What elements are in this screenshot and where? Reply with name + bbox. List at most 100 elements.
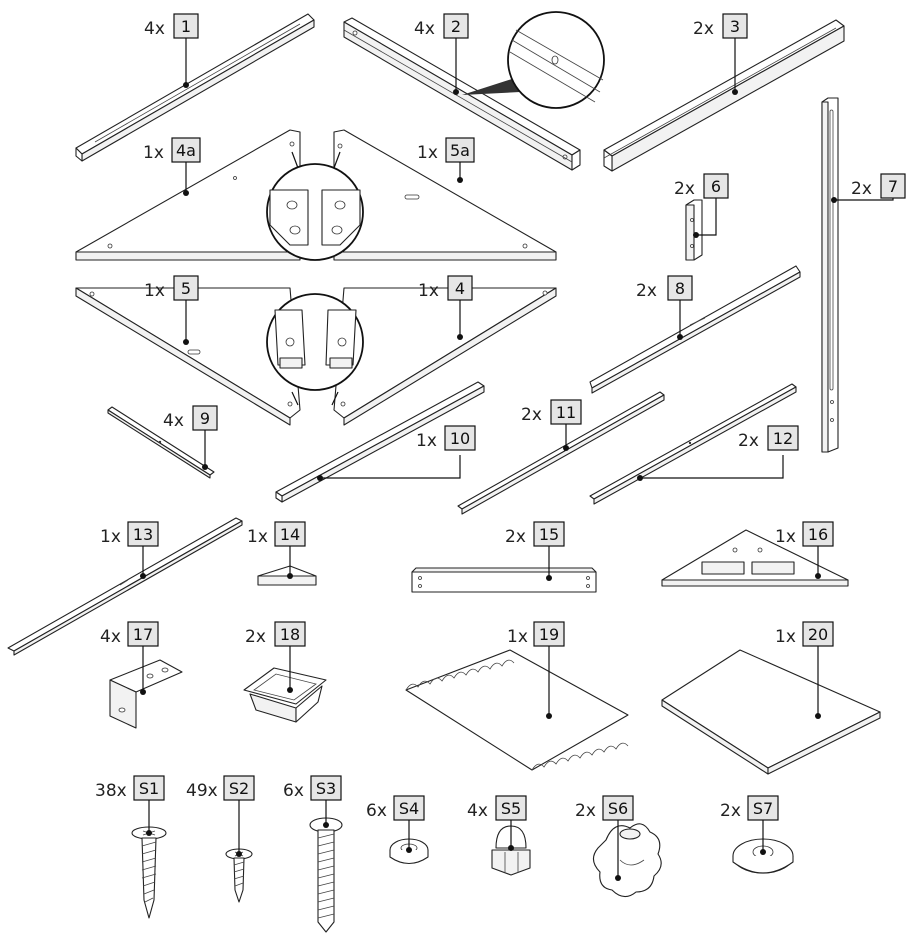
- part-19-drawing: [405, 649, 629, 771]
- qty-s1: 38x: [95, 781, 127, 801]
- qty-20: 1x: [775, 627, 796, 647]
- part-label-s1: 38x S1: [95, 775, 165, 801]
- qty-4a: 1x: [143, 143, 164, 163]
- part-20-drawing: [661, 649, 881, 775]
- part-label-17: 4x 17: [100, 621, 159, 647]
- part-label-9: 4x 9: [163, 405, 218, 431]
- id-6: 6: [711, 177, 721, 196]
- qty-5a: 1x: [417, 143, 438, 163]
- id-9: 9: [200, 409, 210, 428]
- id-4a: 4a: [176, 141, 196, 160]
- part-label-13: 1x 13: [100, 521, 159, 547]
- part-label-3: 2x 3: [693, 13, 748, 39]
- id-11: 11: [556, 403, 576, 422]
- part-label-1: 4x 1: [144, 13, 199, 39]
- part-1-drawing: [75, 13, 315, 162]
- part-label-s2: 49x S2: [186, 775, 255, 801]
- qty-11: 2x: [521, 405, 542, 425]
- id-20: 20: [808, 625, 828, 644]
- qty-2: 4x: [414, 19, 435, 39]
- part-4-drawing: [333, 287, 557, 426]
- part-label-s5: 4x S5: [467, 795, 527, 821]
- id-17: 17: [133, 625, 153, 644]
- qty-1: 4x: [144, 19, 165, 39]
- part-12-drawing: [589, 383, 797, 505]
- qty-3: 2x: [693, 19, 714, 39]
- qty-5: 1x: [144, 281, 165, 301]
- part-2-drawing: [343, 11, 605, 171]
- qty-s2: 49x: [186, 781, 218, 801]
- id-1: 1: [181, 17, 191, 36]
- id-16: 16: [808, 525, 828, 544]
- qty-s6: 2x: [575, 801, 596, 821]
- screw-s3-drawing: [309, 817, 343, 933]
- part-13-drawing: [7, 517, 243, 656]
- part-label-s6: 2x S6: [575, 795, 634, 821]
- leader-lines: [140, 38, 894, 881]
- part-label-11: 2x 11: [521, 399, 582, 425]
- qty-4: 1x: [418, 281, 439, 301]
- id-7: 7: [888, 177, 898, 196]
- id-s4: S4: [399, 799, 419, 818]
- id-s1: S1: [139, 779, 159, 798]
- part-label-10: 1x 10: [416, 425, 476, 451]
- id-s6: S6: [608, 799, 628, 818]
- id-s2: S2: [229, 779, 249, 798]
- qty-17: 4x: [100, 627, 121, 647]
- id-3: 3: [730, 17, 740, 36]
- corner-detail-bottom: [266, 293, 364, 406]
- part-16-drawing: [661, 529, 849, 587]
- id-14: 14: [280, 525, 300, 544]
- part-7-drawing: [821, 97, 839, 453]
- qty-10: 1x: [416, 431, 437, 451]
- part-8-drawing: [589, 265, 801, 394]
- part-label-5: 1x 5: [144, 275, 199, 301]
- part-label-8: 2x 8: [636, 275, 693, 301]
- id-s7: S7: [753, 799, 773, 818]
- qty-16: 1x: [775, 527, 796, 547]
- part-label-12: 2x 12: [738, 425, 799, 451]
- qty-9: 4x: [163, 411, 184, 431]
- part-label-6: 2x 6: [674, 173, 729, 199]
- part-18-drawing: [243, 667, 327, 723]
- part-10-drawing: [275, 381, 485, 503]
- id-4: 4: [455, 279, 465, 298]
- id-13: 13: [133, 525, 153, 544]
- qty-s7: 2x: [720, 801, 741, 821]
- part-15-drawing: [411, 567, 597, 593]
- qty-8: 2x: [636, 281, 657, 301]
- part-label-18: 2x 18: [245, 621, 306, 647]
- id-10: 10: [450, 429, 470, 448]
- id-19: 19: [539, 625, 559, 644]
- part-label-s3: 6x S3: [283, 775, 342, 801]
- part-label-19: 1x 19: [507, 621, 565, 647]
- qty-19: 1x: [507, 627, 528, 647]
- part-6-drawing: [685, 199, 703, 261]
- part-label-20: 1x 20: [775, 621, 834, 647]
- qty-s4: 6x: [366, 801, 387, 821]
- knob-s6-drawing: [592, 823, 662, 898]
- id-5a: 5a: [450, 141, 470, 160]
- part-label-4: 1x 4: [418, 275, 473, 301]
- qty-12: 2x: [738, 431, 759, 451]
- screw-s1-drawing: [131, 826, 167, 919]
- part-label-s7: 2x S7: [720, 795, 779, 821]
- part-label-2: 4x 2: [414, 13, 469, 39]
- part-17-drawing: [109, 659, 183, 729]
- qty-7: 2x: [851, 179, 872, 199]
- qty-s5: 4x: [467, 801, 488, 821]
- corner-detail-top: [266, 151, 364, 261]
- id-2: 2: [451, 17, 461, 36]
- qty-18: 2x: [245, 627, 266, 647]
- id-12: 12: [773, 429, 793, 448]
- part-5a-drawing: [333, 129, 557, 261]
- qty-13: 1x: [100, 527, 121, 547]
- part-label-15: 2x 15: [505, 521, 565, 547]
- part-5-drawing: [75, 287, 301, 426]
- part-label-s4: 6x S4: [366, 795, 425, 821]
- id-8: 8: [675, 279, 685, 298]
- id-18: 18: [280, 625, 300, 644]
- id-5: 5: [181, 279, 191, 298]
- part-label-4a: 1x 4a: [143, 137, 201, 163]
